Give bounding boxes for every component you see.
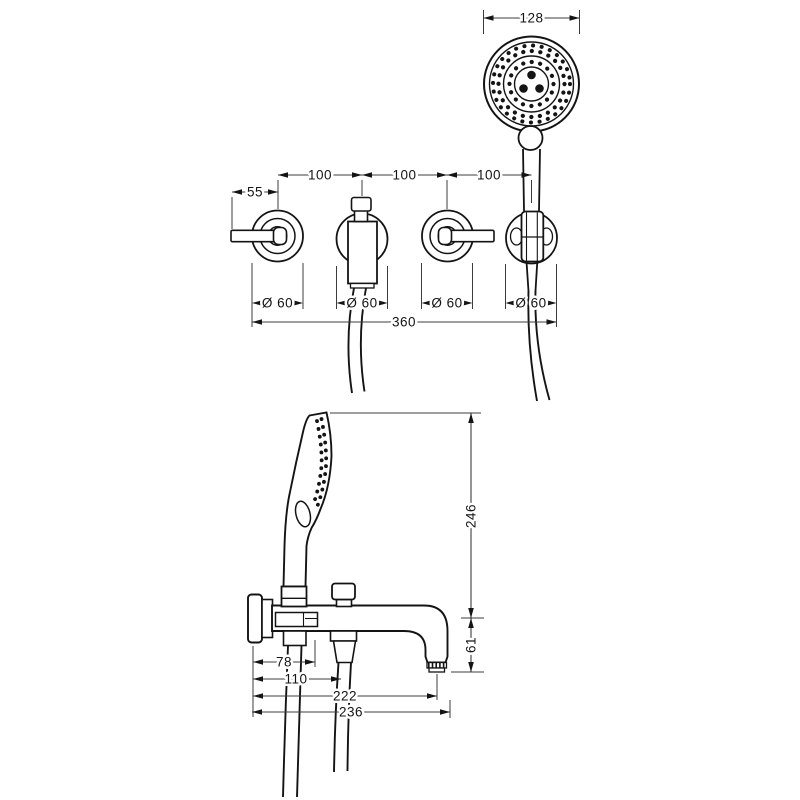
holder-socket bbox=[274, 611, 319, 628]
side-view-dimensions: 246 61 78 110 222 236 bbox=[252, 412, 484, 722]
spray-nozzle-rings bbox=[491, 43, 572, 125]
dim-spacing-right: 100 bbox=[477, 168, 501, 183]
side-view: 246 61 78 110 222 236 bbox=[247, 411, 484, 798]
dim-overall-width: 360 bbox=[392, 315, 416, 330]
dim-spacing-left: 100 bbox=[308, 168, 332, 183]
dim-handshower-height: 246 bbox=[464, 504, 479, 528]
handshower-handle bbox=[522, 148, 541, 212]
diverter bbox=[335, 196, 389, 394]
dim-escutcheon-diverter: Ø 60 bbox=[346, 296, 377, 311]
handshower-collar bbox=[280, 585, 308, 608]
center-jets bbox=[519, 70, 544, 93]
shower-hose-upper bbox=[527, 290, 551, 402]
dim-wall-to-hose-outlet: 110 bbox=[284, 672, 307, 687]
handshower-head-face bbox=[483, 35, 580, 151]
shower-holder bbox=[505, 210, 558, 292]
lower-collar bbox=[282, 630, 307, 647]
dim-escutcheon-left: Ø 60 bbox=[262, 296, 293, 311]
dim-escutcheon-right: Ø 60 bbox=[431, 296, 462, 311]
dim-spout-reach: 236 bbox=[339, 705, 363, 720]
valve-right-lever bbox=[446, 229, 495, 243]
spout-diverter-knob bbox=[331, 582, 356, 608]
dim-escutcheon-holder: Ø 60 bbox=[515, 296, 546, 311]
aerator bbox=[426, 661, 448, 673]
spray-mode-button bbox=[517, 125, 544, 151]
front-view-dimensions: 128 100 100 100 55 Ø 60 Ø 60 Ø 60 Ø 60 3… bbox=[231, 8, 580, 332]
dim-head-width: 128 bbox=[519, 11, 543, 26]
valve-left bbox=[230, 209, 304, 263]
spray-face-dots bbox=[315, 417, 329, 509]
dim-wall-to-spout-outlet: 222 bbox=[333, 689, 357, 704]
dim-spacing-center: 100 bbox=[392, 168, 416, 183]
dim-spout-drop: 61 bbox=[464, 637, 479, 653]
hose-outlet bbox=[329, 630, 358, 773]
valve-left-lever bbox=[230, 229, 279, 243]
wall-flange bbox=[247, 593, 274, 644]
dim-lever-length: 55 bbox=[247, 185, 263, 200]
diverter-knob bbox=[350, 196, 372, 212]
dim-wall-to-holder: 78 bbox=[276, 655, 292, 670]
handshower-side bbox=[282, 411, 333, 588]
valve-right bbox=[421, 209, 495, 263]
front-view: 128 100 100 100 55 Ø 60 Ø 60 Ø 60 Ø 60 3… bbox=[230, 8, 580, 402]
handshower-hose-lower bbox=[282, 645, 303, 798]
